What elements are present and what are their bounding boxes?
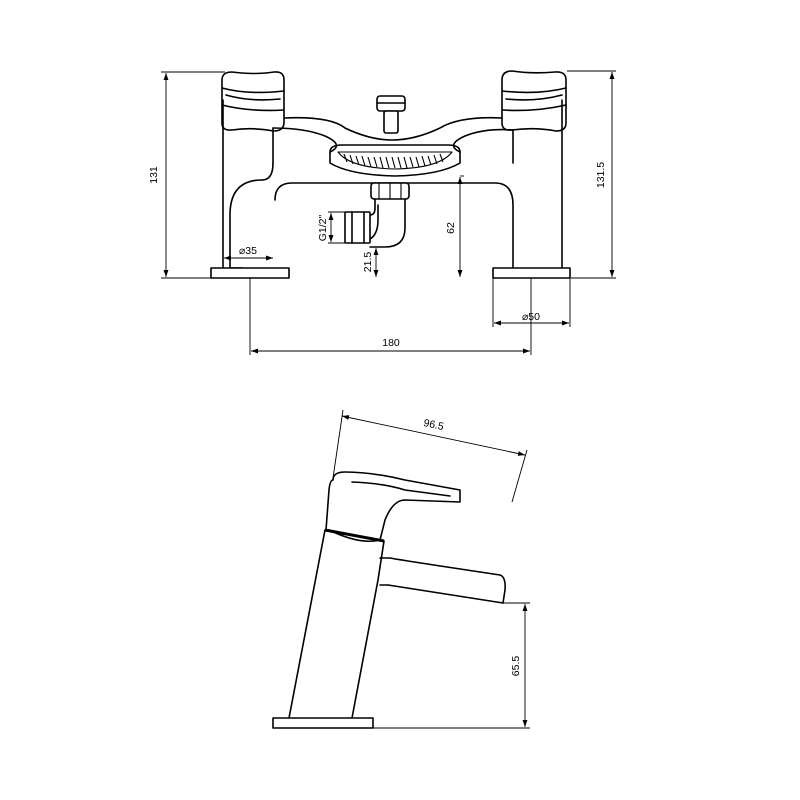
- dim-right-base-diameter: ⌀50: [494, 311, 569, 326]
- dim-right-base-diameter-label: ⌀50: [522, 311, 540, 323]
- diverter-button: [376, 95, 406, 134]
- dim-centres: 180: [251, 337, 530, 354]
- bridge-underside: [274, 182, 514, 269]
- side-base-plate: [272, 717, 374, 729]
- dim-inlet-thread-label: G1/2": [317, 214, 329, 241]
- dim-total-height: 131: [148, 71, 225, 279]
- left-lever-handle: [221, 71, 285, 132]
- dim-outlet-height: 21.5: [362, 246, 380, 277]
- hose-elbow-fitting: [344, 182, 410, 248]
- right-base-plate: [492, 267, 571, 279]
- deck-arm: [272, 116, 514, 153]
- front-view: 131 131.5 62 21.5 G1/2": [148, 70, 616, 355]
- dim-inlet-thread: G1/2": [317, 211, 345, 244]
- dim-total-height-right-label: 131.5: [595, 162, 607, 188]
- dim-spout-clearance-label: 65.5: [510, 656, 522, 677]
- side-body-column: [288, 529, 385, 719]
- dim-spout-height: 62: [445, 175, 464, 277]
- dim-left-base-diameter-label: ⌀35: [239, 245, 257, 257]
- left-base-plate: [210, 267, 290, 279]
- side-spout: [379, 557, 506, 604]
- dim-left-base-diameter: ⌀35: [224, 245, 273, 261]
- dim-spout-clearance: 65.5: [373, 602, 530, 729]
- right-column: [512, 99, 563, 269]
- dim-outlet-height-label: 21.5: [362, 252, 374, 273]
- dim-total-height-right: 131.5: [567, 70, 616, 279]
- dim-total-height-label: 131: [148, 166, 160, 184]
- side-lever-handle: [325, 471, 461, 543]
- dim-spout-height-label: 62: [445, 222, 457, 234]
- side-view: 96.5 65.5: [272, 409, 530, 729]
- dim-centres-label: 180: [382, 337, 400, 349]
- dim-projection: 96.5: [332, 409, 528, 503]
- dim-projection-label: 96.5: [422, 417, 445, 433]
- side-band: [324, 528, 385, 543]
- spout-slot-lines: [343, 153, 444, 169]
- right-lever-handle: [501, 70, 567, 132]
- waterfall-spout: [329, 144, 461, 177]
